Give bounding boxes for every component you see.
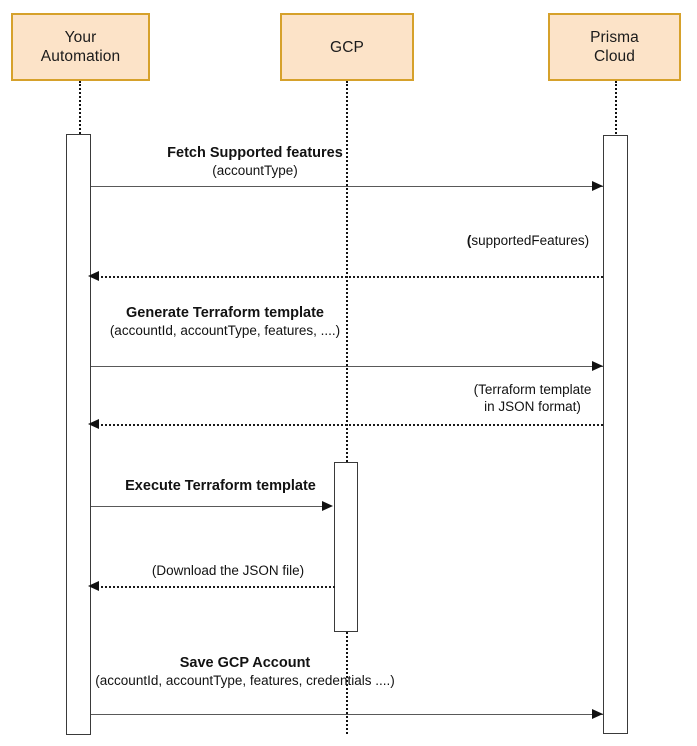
participant-label-prisma-cloud: Prisma Cloud <box>590 29 639 65</box>
message-subtitle-text-supported-features-return: supportedFeatures) <box>471 233 590 248</box>
arrow-head-execute-terraform-template <box>322 500 333 511</box>
arrow-head-generate-terraform-template <box>592 360 603 371</box>
message-label-supported-features-return: (supportedFeatures) <box>448 232 608 249</box>
message-arrow-supported-features-return[interactable] <box>97 276 603 278</box>
message-subtitle-terraform-template-return: (Terraform template <box>473 382 592 397</box>
message-subtitle-supported-features-return: (supportedFeatures) <box>466 233 590 248</box>
message-label-execute-terraform-template: Execute Terraform template <box>108 478 333 495</box>
message-title-save-gcp-account: Save GCP Account <box>179 655 311 671</box>
message-label-terraform-template-return: (Terraform template in JSON format) <box>450 381 615 415</box>
arrow-head-download-json-file <box>88 580 99 591</box>
participant-gcp[interactable]: GCP <box>280 13 414 81</box>
message-title-generate-terraform-template: Generate Terraform template <box>126 305 324 321</box>
message-label-fetch-supported-features: Fetch Supported features (accountType) <box>110 145 400 179</box>
message-subtitle-download-json-file: (Download the JSON file) <box>151 563 305 578</box>
message-title-fetch-supported-features: Fetch Supported features <box>167 145 343 161</box>
message-arrow-generate-terraform-template[interactable] <box>91 366 603 367</box>
arrow-head-supported-features-return <box>88 270 99 281</box>
message-subtitle2-terraform-template-return: in JSON format) <box>484 399 581 414</box>
message-arrow-save-gcp-account[interactable] <box>91 714 603 715</box>
message-arrow-download-json-file[interactable] <box>97 586 335 588</box>
activation-your-automation[interactable] <box>66 134 91 735</box>
participant-prisma-cloud[interactable]: Prisma Cloud <box>548 13 681 81</box>
message-arrow-terraform-template-return[interactable] <box>97 424 603 426</box>
message-label-save-gcp-account: Save GCP Account (accountId, accountType… <box>90 655 400 689</box>
activation-gcp[interactable] <box>334 462 358 632</box>
message-title-execute-terraform-template: Execute Terraform template <box>125 478 316 494</box>
arrow-head-terraform-template-return <box>88 418 99 429</box>
arrow-head-save-gcp-account <box>592 708 603 719</box>
activation-prisma-cloud[interactable] <box>603 135 628 734</box>
message-subtitle-fetch-supported-features: (accountType) <box>212 163 298 178</box>
participant-label-gcp: GCP <box>330 38 364 56</box>
message-subtitle-generate-terraform-template: (accountId, accountType, features, ....) <box>109 323 341 338</box>
participant-your-automation[interactable]: Your Automation <box>11 13 150 81</box>
participant-label-your-automation: Your Automation <box>40 29 121 65</box>
message-subtitle-save-gcp-account: (accountId, accountType, features, crede… <box>95 673 395 688</box>
arrow-head-fetch-supported-features <box>592 180 603 191</box>
message-arrow-fetch-supported-features[interactable] <box>91 186 603 187</box>
lifeline-gcp <box>346 81 348 734</box>
message-label-generate-terraform-template: Generate Terraform template (accountId, … <box>105 305 345 339</box>
message-label-download-json-file: (Download the JSON file) <box>138 562 318 579</box>
message-arrow-execute-terraform-template[interactable] <box>91 506 323 507</box>
